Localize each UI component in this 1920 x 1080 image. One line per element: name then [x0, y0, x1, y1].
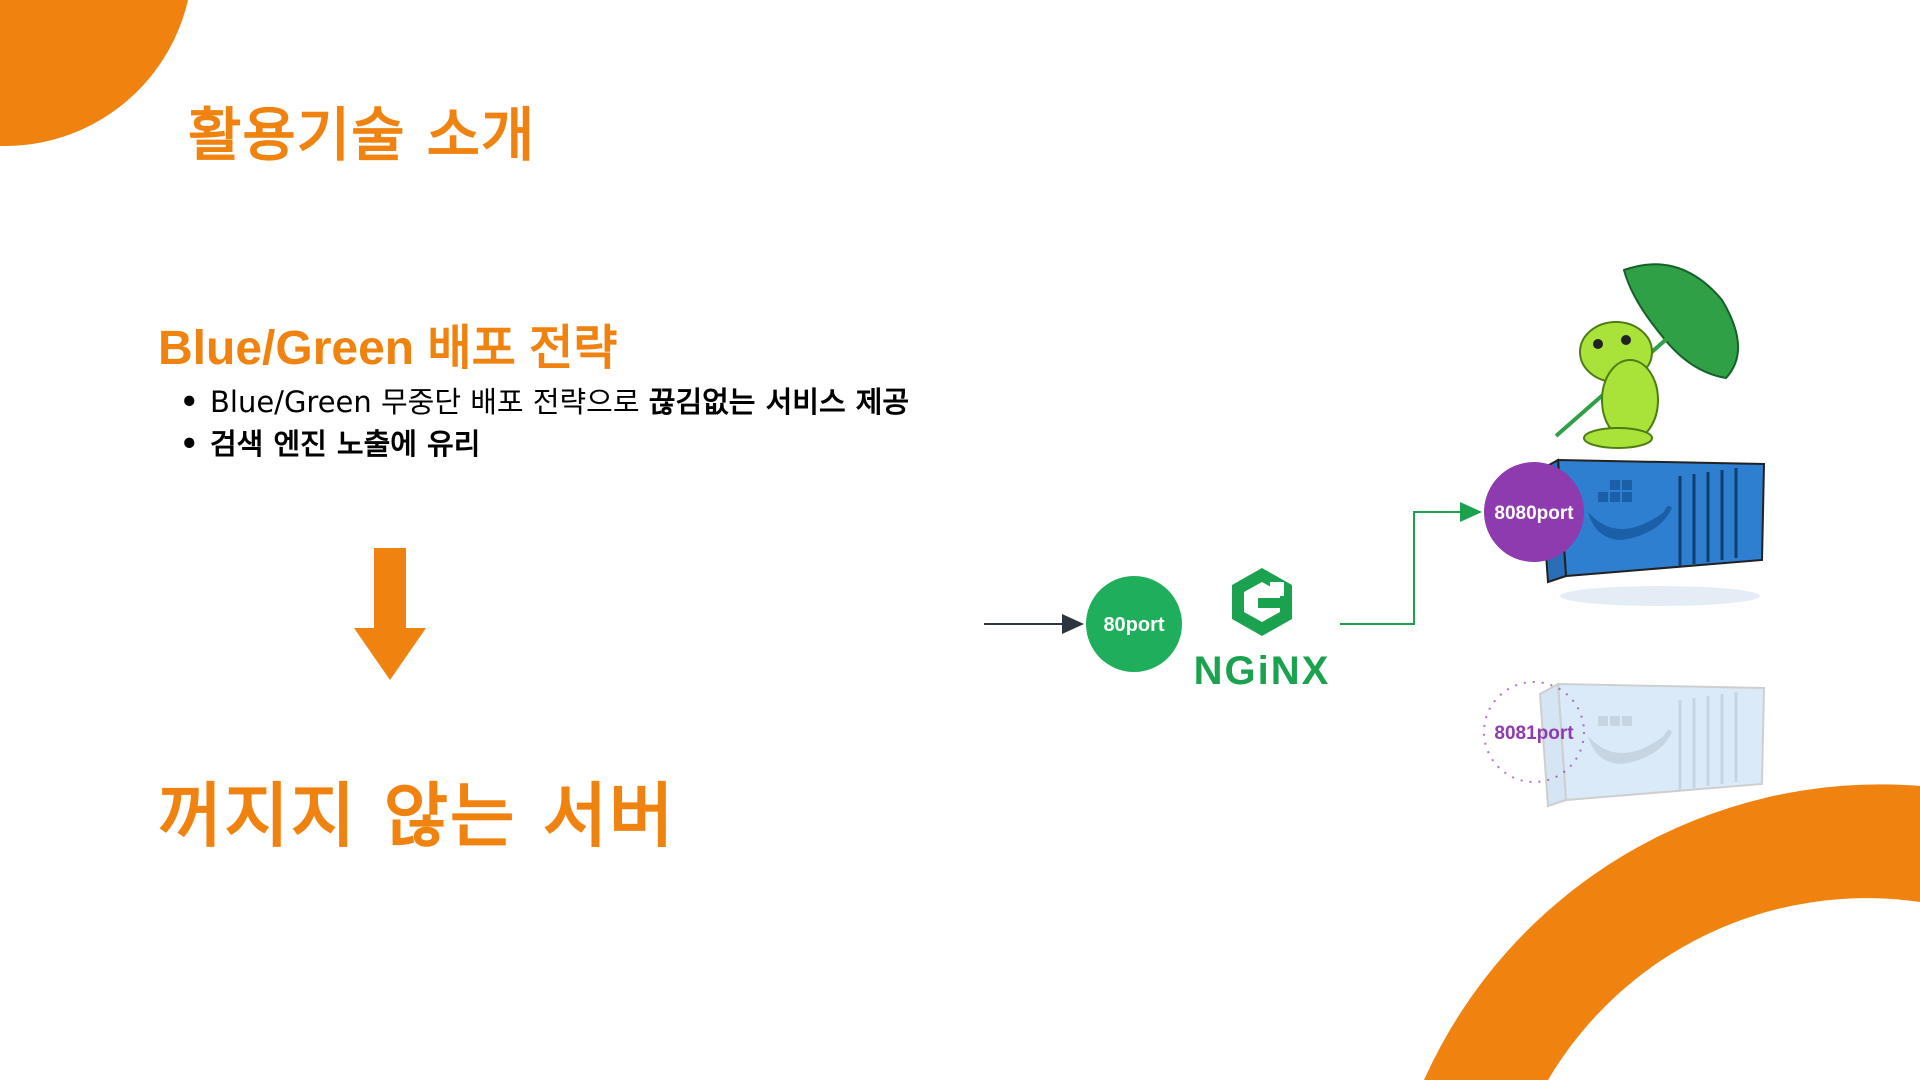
nginx-logo: NGiNX [1194, 568, 1331, 693]
headline: 꺼지지 않는 서버 [158, 775, 676, 857]
section-heading: Blue/Green 배포 전략 [158, 322, 618, 375]
port-80-label: 80port [1103, 614, 1164, 636]
port-80-node: 80port [1086, 576, 1182, 672]
arrow-down-icon [354, 548, 426, 680]
bullet-text: Blue/Green 무중단 배포 전략으로 [210, 385, 649, 419]
top-left-corner-arc [0, 0, 188, 147]
slide-title: 활용기술 소개 [188, 101, 536, 169]
bullet-list: • Blue/Green 무중단 배포 전략으로 끊김없는 서비스 제공 • 검… [180, 384, 909, 468]
standby-container [1538, 682, 1766, 808]
nginx-g-icon [1232, 568, 1292, 636]
bullet-icon: • [180, 385, 199, 419]
bullet-item: • Blue/Green 무중단 배포 전략으로 끊김없는 서비스 제공 [180, 384, 909, 420]
route-arrow-active [1340, 502, 1482, 625]
bullet-item: • 검색 엔진 노출에 유리 [180, 426, 909, 462]
docker-whale-icon [1588, 480, 1672, 540]
frog-with-leaf-icon [1554, 263, 1739, 449]
bullet-text-bold: 검색 엔진 노출에 유리 [210, 427, 481, 461]
port-8080-label: 8080port [1494, 503, 1574, 524]
bullet-text-bold: 끊김없는 서비스 제공 [648, 385, 910, 419]
port-8081-label: 8081port [1494, 723, 1574, 744]
bullet-icon: • [180, 427, 199, 461]
port-8080-node: 8080port [1484, 462, 1584, 562]
bottom-right-corner-arc [1424, 784, 1920, 1080]
docker-whale-icon [1588, 716, 1672, 764]
port-8081-node: 8081port [1483, 681, 1585, 783]
nginx-label: NGiNX [1194, 649, 1331, 693]
